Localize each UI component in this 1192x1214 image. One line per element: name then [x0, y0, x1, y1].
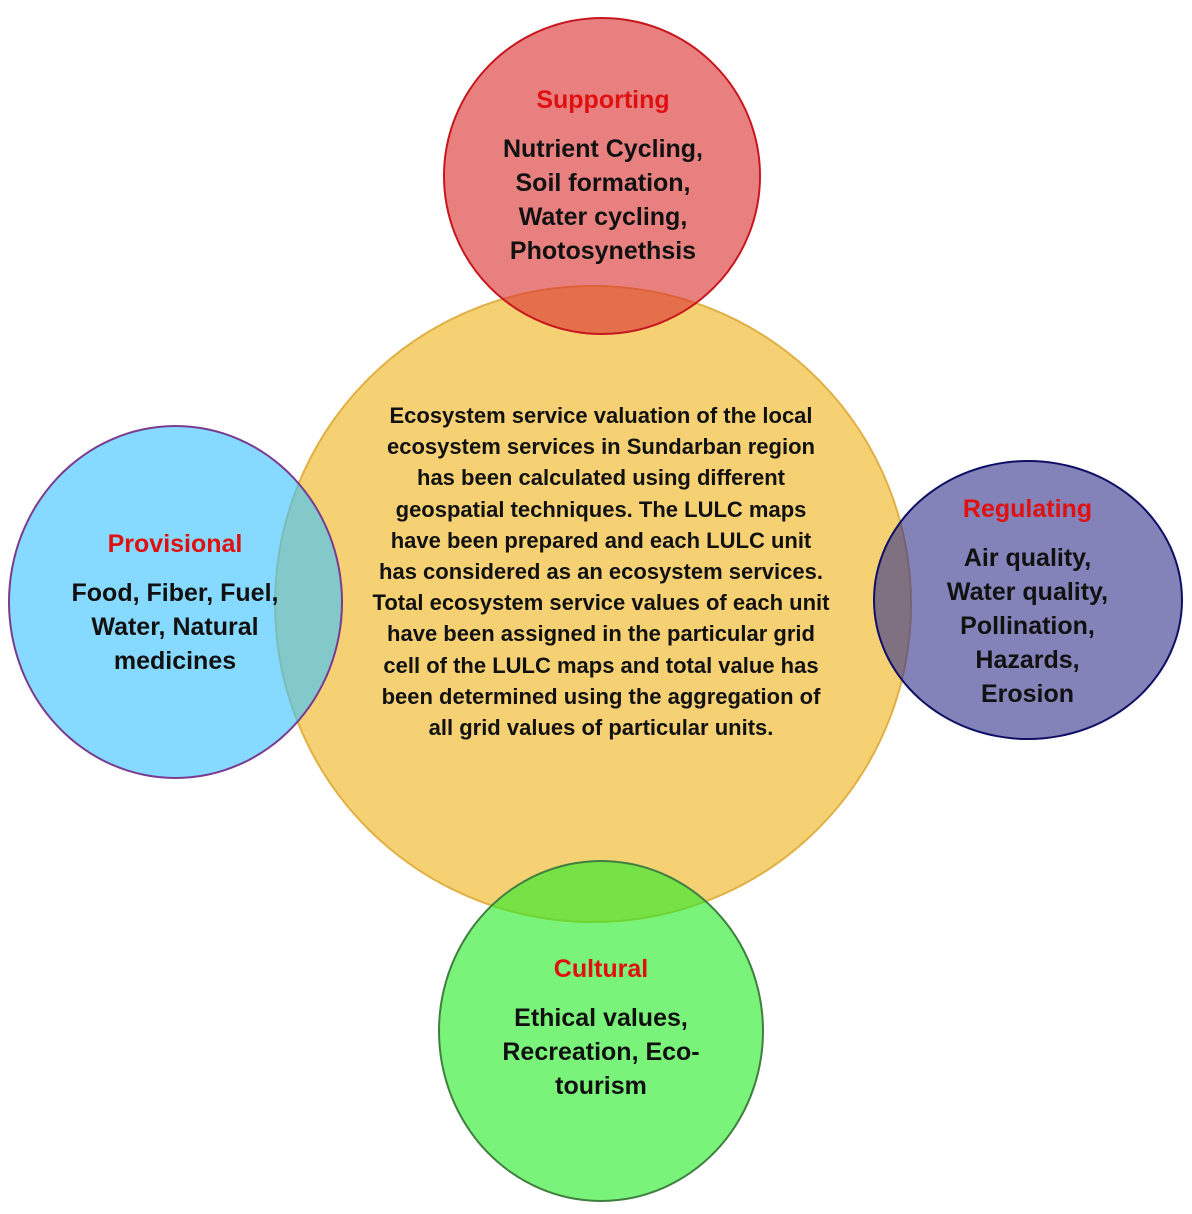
cultural-label: Cultural Ethical values, Recreation, Eco…	[460, 955, 742, 1103]
provisional-items: Food, Fiber, Fuel, Water, Natural medici…	[71, 579, 279, 675]
center-circle	[274, 285, 912, 923]
regulating-label: Regulating Air quality, Water quality, P…	[890, 495, 1165, 711]
cultural-circle	[438, 860, 764, 1202]
center-description: Ecosystem service valuation of the local…	[372, 403, 830, 741]
supporting-circle	[443, 17, 761, 335]
regulating-title: Regulating	[962, 495, 1093, 523]
provisional-label: Provisional Food, Fiber, Fuel, Water, Na…	[25, 530, 325, 678]
provisional-circle	[8, 425, 343, 779]
supporting-items: Nutrient Cycling, Soil formation, Water …	[502, 135, 703, 265]
supporting-title: Supporting	[536, 86, 670, 114]
cultural-title: Cultural	[553, 955, 649, 983]
regulating-circle	[873, 460, 1183, 740]
provisional-title: Provisional	[107, 530, 243, 558]
cultural-items: Ethical values, Recreation, Eco- tourism	[502, 1004, 700, 1100]
supporting-label: Supporting Nutrient Cycling, Soil format…	[463, 86, 743, 268]
regulating-items: Air quality, Water quality, Pollination,…	[946, 544, 1109, 708]
